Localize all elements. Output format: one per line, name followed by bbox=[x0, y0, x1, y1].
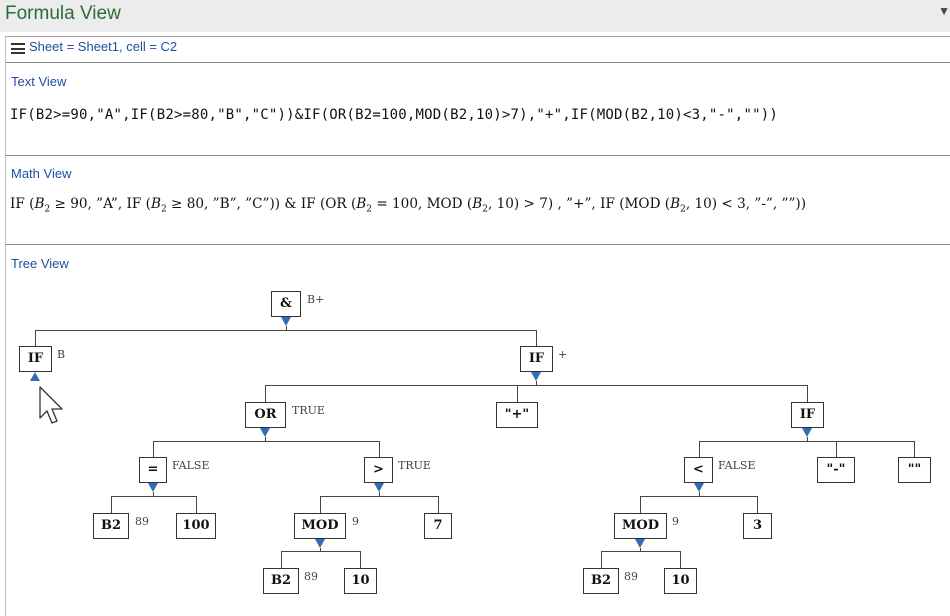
tree-edge bbox=[536, 330, 537, 346]
tree-node-number[interactable]: 7 bbox=[424, 513, 452, 539]
tree-node-value: TRUE bbox=[292, 404, 325, 417]
tree-edge bbox=[281, 551, 282, 568]
collapse-triangle-icon[interactable] bbox=[315, 539, 325, 548]
collapse-triangle-icon[interactable] bbox=[260, 428, 270, 437]
tree-edge bbox=[699, 441, 915, 442]
tree-edge bbox=[111, 496, 112, 513]
tree-node-b2[interactable]: B2 bbox=[263, 568, 299, 594]
tree-edge bbox=[757, 496, 758, 513]
tree-node-number[interactable]: 3 bbox=[743, 513, 772, 539]
tree-node-or[interactable]: OR bbox=[245, 402, 286, 428]
tree-edge bbox=[680, 551, 681, 568]
collapse-triangle-icon[interactable] bbox=[802, 428, 812, 437]
tree-view-label: Tree View bbox=[11, 256, 69, 271]
tree-edge bbox=[286, 326, 287, 330]
collapse-triangle-icon[interactable] bbox=[531, 372, 541, 381]
sheet-cell-info: Sheet = Sheet1, cell = C2 bbox=[29, 39, 178, 54]
tree-edge bbox=[320, 496, 439, 497]
collapse-triangle-icon[interactable] bbox=[694, 483, 704, 492]
tree-node-value: 89 bbox=[304, 570, 318, 583]
tree-node-b2[interactable]: B2 bbox=[93, 513, 129, 539]
tree-edge bbox=[379, 441, 380, 457]
app-title: Formula View bbox=[5, 3, 121, 24]
tree-node-value: B+ bbox=[307, 293, 325, 306]
tree-node-if[interactable]: IF bbox=[791, 402, 824, 428]
tree-edge bbox=[699, 441, 700, 457]
tree-node-number[interactable]: 10 bbox=[664, 568, 697, 594]
collapse-triangle-icon[interactable] bbox=[374, 483, 384, 492]
tree-edge bbox=[836, 441, 837, 457]
tree-edge bbox=[196, 496, 197, 513]
tree-edge bbox=[379, 492, 380, 496]
tree-edge bbox=[807, 385, 808, 402]
tree-node-b2[interactable]: B2 bbox=[583, 568, 619, 594]
math-view-label: Math View bbox=[11, 166, 72, 181]
tree-node-number[interactable]: 10 bbox=[344, 568, 377, 594]
chevron-down-icon[interactable]: ▼ bbox=[938, 4, 950, 18]
tree-edge bbox=[517, 385, 518, 402]
text-view-section: Text View bbox=[5, 62, 950, 155]
tree-node-value: B bbox=[57, 348, 66, 361]
tree-node-mod[interactable]: MOD bbox=[614, 513, 667, 539]
tree-node-value: FALSE bbox=[172, 459, 210, 472]
tree-node-greater-than[interactable]: > bbox=[364, 457, 393, 483]
tree-node-equals[interactable]: = bbox=[139, 457, 167, 483]
tree-node-string-minus[interactable]: "-" bbox=[817, 457, 855, 483]
toolbar: Sheet = Sheet1, cell = C2 bbox=[5, 36, 950, 62]
tree-node-if[interactable]: IF bbox=[19, 346, 52, 372]
hamburger-menu-icon[interactable] bbox=[11, 43, 25, 54]
math-view-formula: IF (B2 ≥ 90, ”A”, IF (B2 ≥ 80, ”B”, ”C”)… bbox=[10, 196, 807, 215]
tree-node-if[interactable]: IF bbox=[520, 346, 553, 372]
text-view-label: Text View bbox=[11, 74, 67, 89]
tree-edge bbox=[281, 551, 361, 552]
tree-edge bbox=[153, 441, 154, 457]
tree-node-value: FALSE bbox=[718, 459, 756, 472]
tree-edge bbox=[601, 551, 681, 552]
math-view-section: Math View bbox=[5, 155, 950, 244]
tree-node-value: 9 bbox=[352, 515, 359, 528]
tree-node-mod[interactable]: MOD bbox=[294, 513, 346, 539]
tree-edge bbox=[320, 496, 321, 513]
collapse-triangle-icon[interactable] bbox=[148, 483, 158, 492]
tree-node-concat[interactable]: & bbox=[271, 291, 301, 317]
tree-edge bbox=[111, 496, 197, 497]
tree-node-string-empty[interactable]: "" bbox=[898, 457, 931, 483]
tree-edge bbox=[699, 492, 700, 496]
tree-edge bbox=[265, 385, 808, 386]
tree-node-less-than[interactable]: < bbox=[684, 457, 713, 483]
tree-edge bbox=[320, 548, 321, 551]
tree-node-value: TRUE bbox=[398, 459, 431, 472]
title-bar: Formula View ▼ bbox=[0, 0, 950, 32]
tree-edge bbox=[265, 437, 266, 441]
tree-view-section: Tree View bbox=[5, 244, 950, 616]
tree-node-value: + bbox=[558, 348, 568, 361]
tree-node-value: 89 bbox=[135, 515, 149, 528]
tree-edge bbox=[601, 551, 602, 568]
tree-edge bbox=[360, 551, 361, 568]
expand-triangle-icon[interactable] bbox=[30, 372, 40, 381]
tree-edge bbox=[536, 381, 537, 385]
tree-node-value: 9 bbox=[672, 515, 679, 528]
collapse-triangle-icon[interactable] bbox=[635, 539, 645, 548]
tree-edge bbox=[438, 496, 439, 513]
tree-edge bbox=[265, 385, 266, 402]
tree-edge bbox=[640, 496, 758, 497]
tree-edge bbox=[35, 330, 36, 346]
tree-edge bbox=[807, 437, 808, 441]
tree-edge bbox=[35, 330, 537, 331]
text-view-formula: IF(B2>=90,"A",IF(B2>=80,"B","C"))&IF(OR(… bbox=[10, 107, 778, 123]
tree-edge bbox=[640, 496, 641, 513]
tree-edge bbox=[640, 548, 641, 551]
collapse-triangle-icon[interactable] bbox=[281, 317, 291, 326]
tree-edge bbox=[914, 441, 915, 457]
tree-node-string-plus[interactable]: "+" bbox=[496, 402, 538, 428]
tree-edge bbox=[153, 492, 154, 496]
tree-edge bbox=[153, 441, 380, 442]
mouse-cursor-icon bbox=[39, 386, 63, 424]
tree-node-value: 89 bbox=[624, 570, 638, 583]
tree-node-number[interactable]: 100 bbox=[176, 513, 216, 539]
